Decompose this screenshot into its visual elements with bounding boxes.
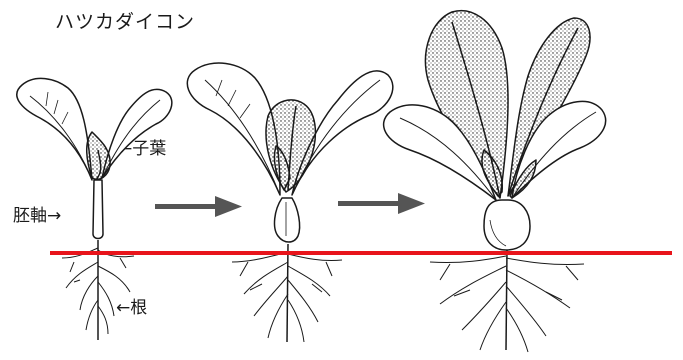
hypocotyl [93, 180, 103, 239]
arrow-right-2 [338, 193, 425, 214]
plant-mature [384, 11, 606, 352]
right-cotyledon [102, 89, 172, 178]
hypocotyl [275, 198, 300, 242]
arrow-right-1 [155, 196, 242, 217]
plant-seedling [17, 78, 172, 340]
left-cotyledon [17, 78, 92, 180]
